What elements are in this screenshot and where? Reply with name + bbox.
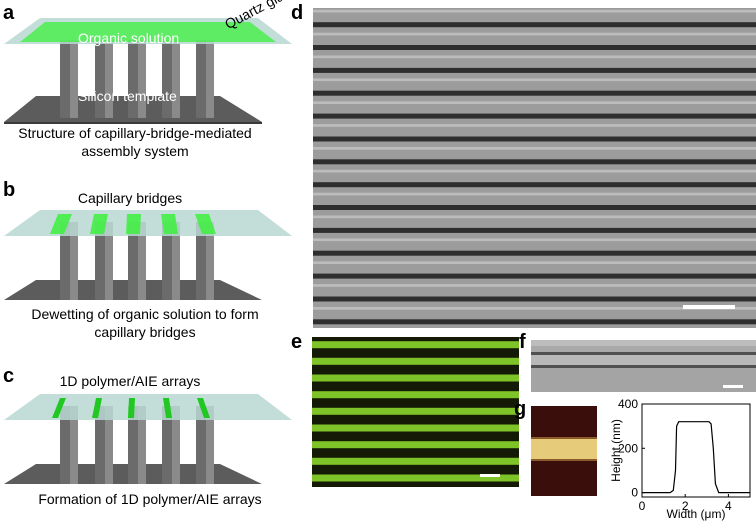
sem-ridge-highlight bbox=[313, 238, 756, 241]
sem-ridge-highlight bbox=[313, 78, 756, 81]
fluorescent-stripe bbox=[312, 341, 519, 348]
y-tick-label: 400 bbox=[618, 397, 638, 411]
sem-ridge-highlight bbox=[313, 147, 756, 150]
fluorescent-stripe bbox=[312, 375, 519, 382]
sem-groove bbox=[313, 182, 756, 187]
sem-groove bbox=[313, 274, 756, 279]
sem-ridge-highlight bbox=[313, 261, 756, 264]
assembly-diagram-a bbox=[0, 0, 300, 125]
sem-groove bbox=[313, 68, 756, 73]
fluorescent-stripe bbox=[312, 358, 519, 365]
sem-groove bbox=[313, 22, 756, 27]
x-axis-label: Width (μm) bbox=[667, 507, 726, 521]
caption-a-line1: Structure of capillary-bridge-mediated bbox=[0, 124, 270, 142]
fluorescent-stripe bbox=[312, 408, 519, 415]
sem-groove bbox=[313, 297, 756, 302]
caption-a-line2: assembly system bbox=[0, 142, 270, 160]
fluorescent-stripe bbox=[312, 425, 519, 432]
sem-ridge-highlight bbox=[313, 216, 756, 219]
sem-image-d bbox=[313, 8, 756, 328]
sem-groove bbox=[313, 205, 756, 210]
x-tick-label: 0 bbox=[639, 499, 646, 513]
sem-ridge-highlight bbox=[313, 124, 756, 127]
panel-letter-g: g bbox=[514, 399, 526, 419]
sem-groove bbox=[313, 319, 756, 324]
sem-ridge-highlight bbox=[313, 101, 756, 104]
sem-groove bbox=[313, 228, 756, 233]
sem-groove bbox=[313, 159, 756, 164]
chart-frame bbox=[642, 404, 750, 497]
sem-image-f bbox=[531, 340, 756, 392]
sem-ridge-highlight bbox=[313, 33, 756, 36]
x-tick-label: 4 bbox=[725, 499, 732, 513]
fluorescence-image-e bbox=[312, 337, 519, 487]
silicon-template-label: Silicon template bbox=[78, 88, 177, 104]
afm-image-g bbox=[531, 406, 597, 496]
caption-b-line2: capillary bridges bbox=[0, 323, 290, 341]
fluorescent-stripe bbox=[312, 441, 519, 448]
sem-groove bbox=[313, 251, 756, 256]
fluorescent-stripe bbox=[312, 391, 519, 398]
height-profile-line bbox=[642, 422, 750, 493]
sem-ridge-highlight bbox=[313, 56, 756, 59]
sem-groove bbox=[313, 91, 756, 96]
panel-letter-e: e bbox=[291, 332, 302, 352]
sem-groove bbox=[313, 137, 756, 142]
sem-ridge-highlight bbox=[313, 193, 756, 196]
assembly-diagram-c bbox=[0, 384, 300, 494]
fluorescent-stripe bbox=[312, 458, 519, 465]
sem-ridge-highlight bbox=[313, 10, 756, 13]
organic-solution-label: Organic solution bbox=[78, 30, 179, 46]
scale-bar-f bbox=[723, 385, 743, 388]
caption-b-line1: Dewetting of organic solution to form bbox=[0, 305, 290, 323]
panel-letter-d: d bbox=[291, 3, 303, 23]
y-tick-label: 0 bbox=[631, 486, 638, 500]
y-axis-label: Height (nm) bbox=[609, 419, 623, 482]
sem-groove bbox=[313, 114, 756, 119]
sem-ridge-highlight bbox=[313, 170, 756, 173]
scale-bar-e bbox=[480, 474, 500, 477]
caption-c-line1: Formation of 1D polymer/AIE arrays bbox=[0, 490, 300, 508]
sem-ridge-highlight bbox=[313, 284, 756, 287]
scale-bar-d bbox=[683, 305, 735, 309]
panel-letter-f: f bbox=[519, 332, 526, 352]
assembly-diagram-b bbox=[0, 200, 300, 310]
sem-groove bbox=[313, 45, 756, 50]
